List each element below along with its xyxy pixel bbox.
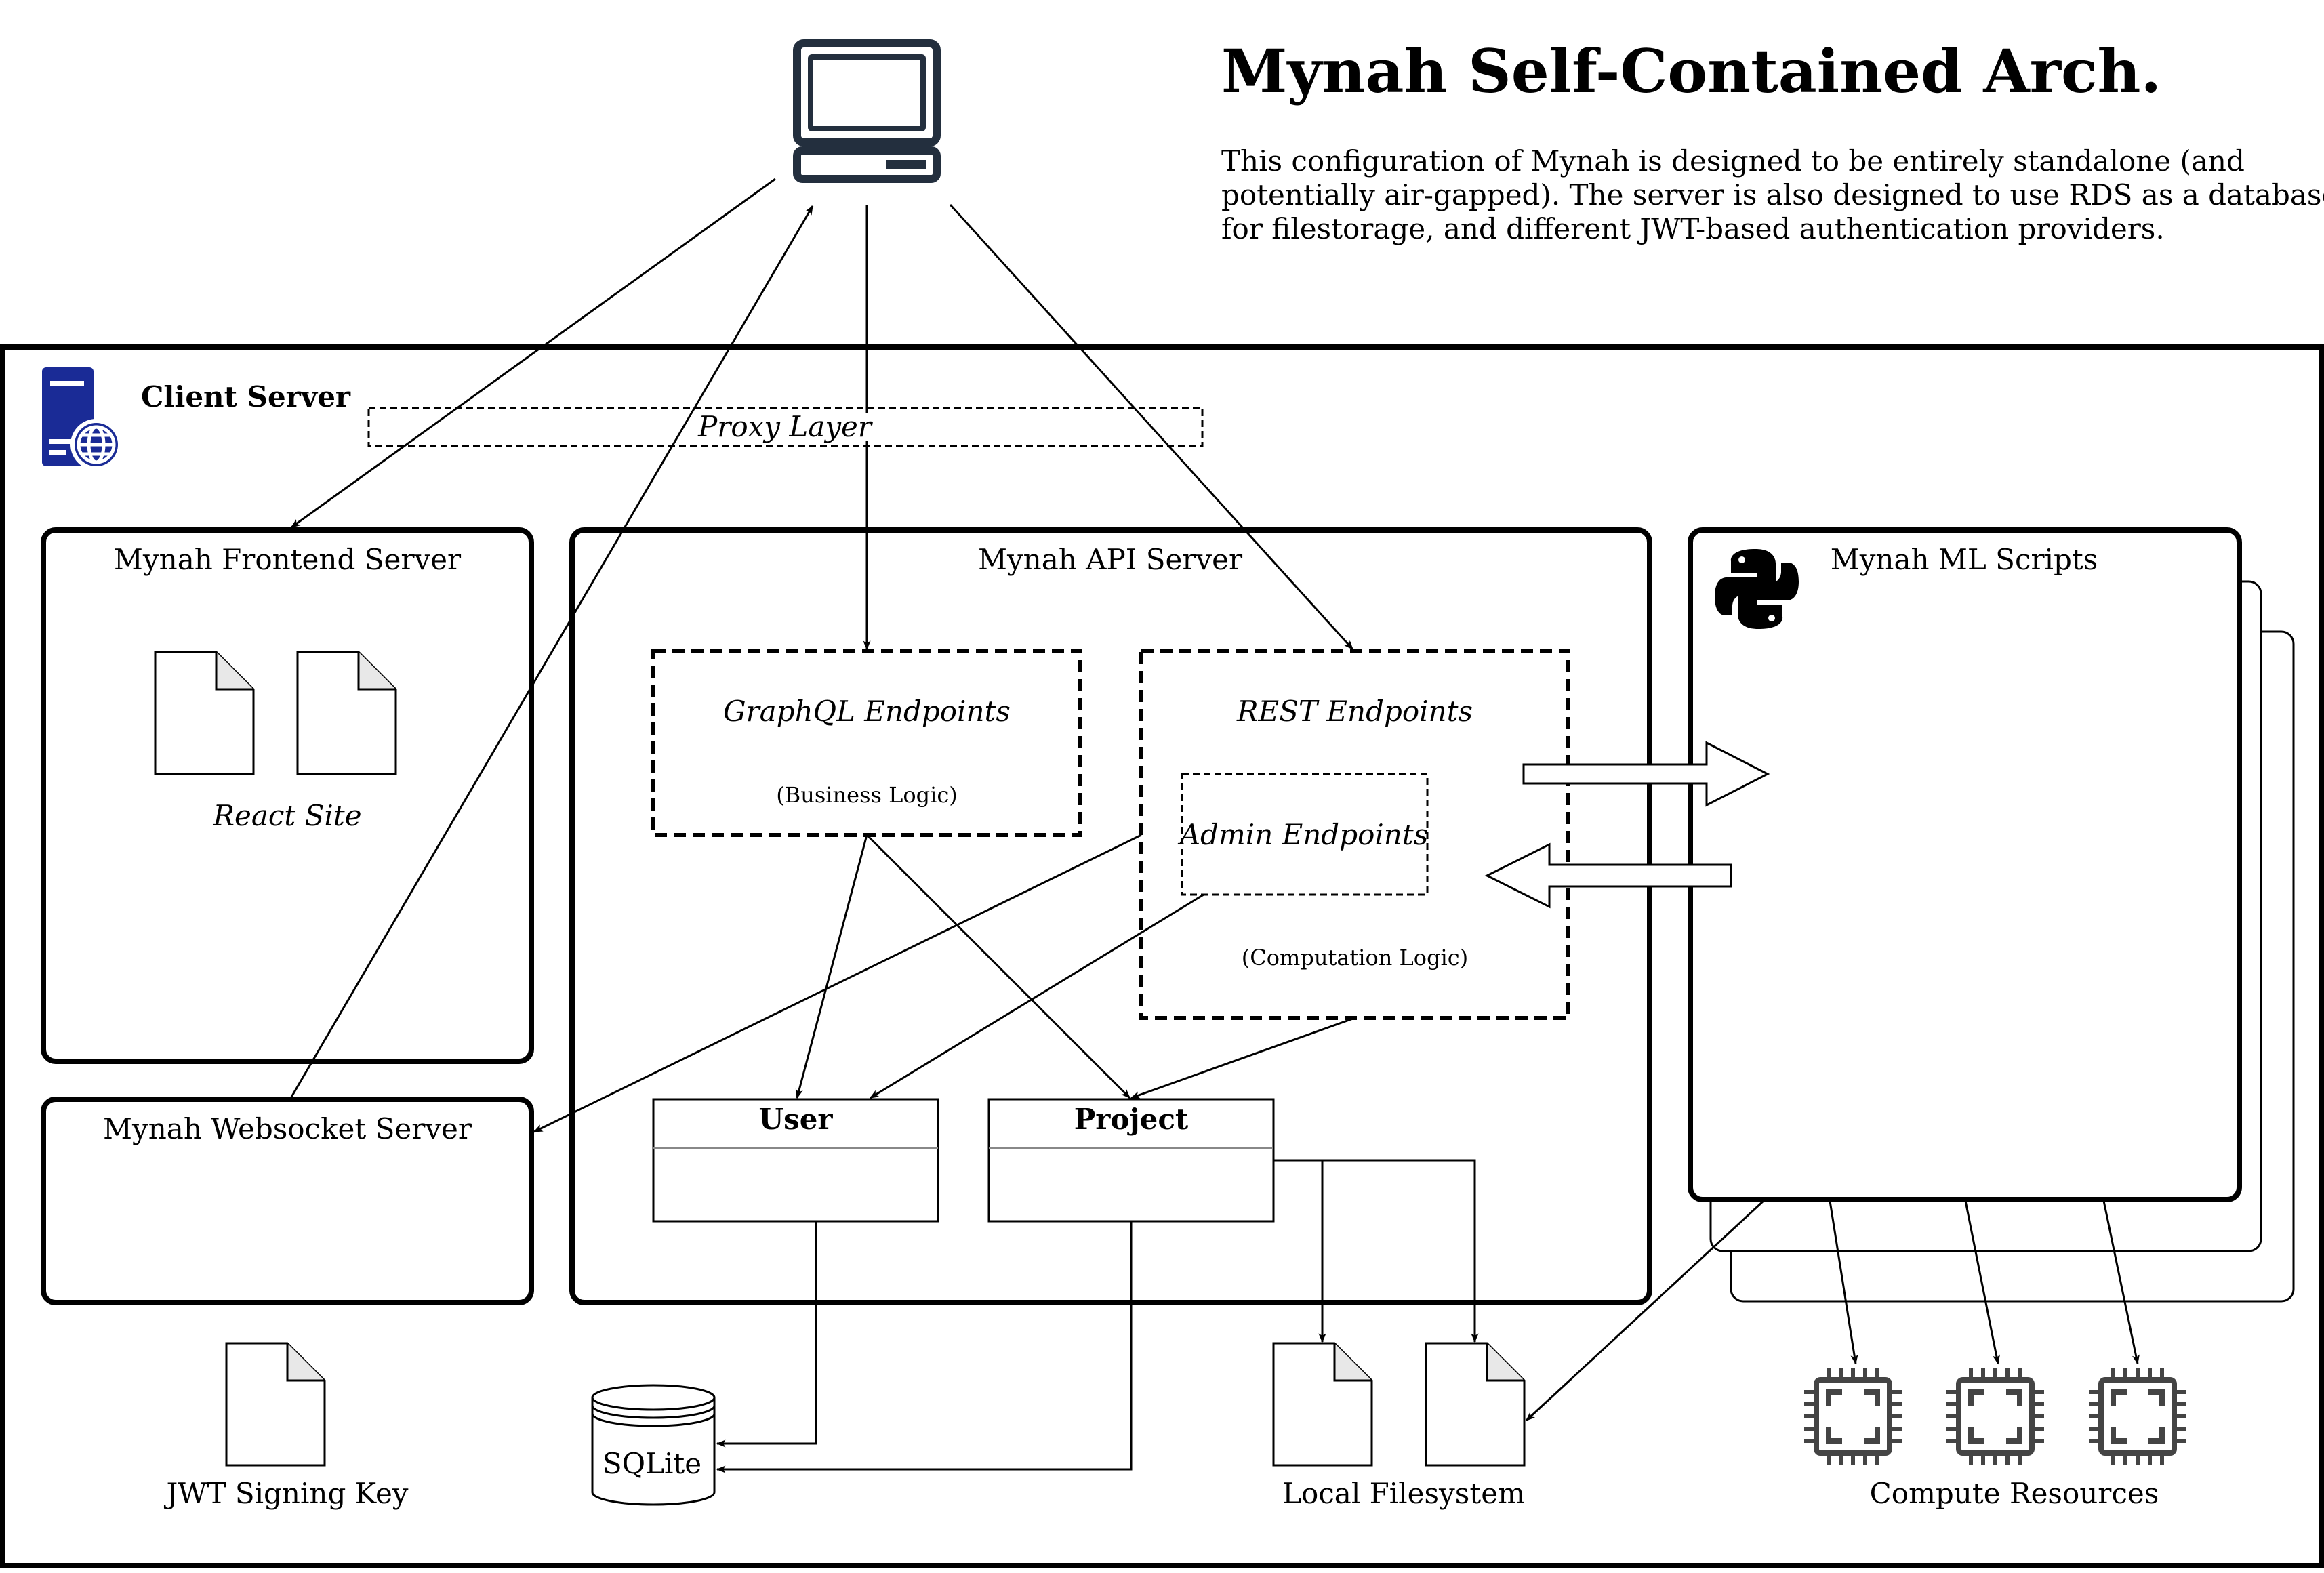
description-line-2: potentially air-gapped). The server is a… <box>1221 178 2324 211</box>
cpu-chip-icon <box>2089 1368 2186 1465</box>
frontend-server-title: Mynah Frontend Server <box>114 543 462 576</box>
connector-computer-to-rest <box>949 203 1354 651</box>
connector-graphql-to-user <box>795 834 868 1099</box>
jwt-signing-key-label: JWT Signing Key <box>163 1477 408 1510</box>
connector-ml-to-compute-1 <box>1829 1200 1858 1365</box>
document-icon <box>1425 1342 1526 1467</box>
api-server-title: Mynah API Server <box>978 543 1243 576</box>
connector-project-to-sqlite <box>716 1221 1133 1473</box>
admin-endpoints-box <box>1181 773 1429 896</box>
web-server-icon <box>42 367 122 470</box>
client-server-label: Client Server <box>141 380 351 413</box>
connector-rest-to-websocket <box>533 834 1142 1133</box>
connector-project-to-file-2 <box>1273 1159 1479 1343</box>
document-icon <box>1272 1342 1373 1467</box>
description-line-1: This configuration of Mynah is designed … <box>1221 144 2245 178</box>
rest-endpoints-subtitle: (Computation Logic) <box>1242 945 1468 971</box>
rest-endpoints-title: REST Endpoints <box>1236 695 1473 728</box>
proxy-layer-label: Proxy Layer <box>697 410 874 443</box>
websocket-server-title: Mynah Websocket Server <box>103 1112 472 1145</box>
local-filesystem-label: Local Filesystem <box>1282 1477 1525 1510</box>
compute-resources-label: Compute Resources <box>1870 1477 2159 1510</box>
client-server-boundary <box>0 344 2324 1568</box>
cpu-chip-icon <box>1946 1368 2044 1465</box>
frontend-server-box <box>41 527 534 1064</box>
connector-graphql-to-project <box>865 834 1131 1099</box>
description-line-3: for filestorage, and different JWT-based… <box>1221 212 2165 245</box>
connector-admin-to-user <box>869 893 1204 1099</box>
computer-icon <box>793 39 941 183</box>
user-entity-label: User <box>758 1103 833 1136</box>
block-arrow-to-ml <box>1522 741 1770 807</box>
connector-user-to-sqlite <box>716 1221 817 1448</box>
diagram-title: Mynah Self-Contained Arch. <box>1221 36 2161 106</box>
python-logo-icon <box>1715 549 1799 629</box>
connector-ml-to-compute-2 <box>1964 1200 2001 1365</box>
sqlite-label: SQLite <box>603 1447 701 1480</box>
document-icon <box>154 651 255 775</box>
document-icon <box>296 651 397 775</box>
admin-endpoints-title: Admin Endpoints <box>1177 818 1429 851</box>
websocket-server-box <box>41 1097 534 1305</box>
connector-rest-to-project <box>1130 1017 1355 1099</box>
connector-websocket-to-computer <box>289 205 814 1100</box>
ml-scripts-box <box>1688 527 2242 1202</box>
graphql-endpoints-subtitle: (Business Logic) <box>776 782 957 808</box>
user-entity <box>652 1098 939 1223</box>
connector-ml-to-filesystem <box>1525 1200 1765 1422</box>
document-icon <box>225 1342 326 1467</box>
connector-ml-to-compute-3 <box>2102 1200 2140 1365</box>
react-site-caption: React Site <box>212 799 361 832</box>
connector-computer-to-frontend <box>290 178 776 529</box>
database-icon <box>591 1384 716 1506</box>
block-arrow-from-ml <box>1484 842 1732 909</box>
cpu-chip-icon <box>1804 1368 1902 1465</box>
graphql-endpoints-title: GraphQL Endpoints <box>723 695 1011 728</box>
project-entity-label: Project <box>1074 1103 1189 1136</box>
proxy-label-backdrop <box>705 413 868 441</box>
ml-scripts-title: Mynah ML Scripts <box>1831 543 2098 576</box>
